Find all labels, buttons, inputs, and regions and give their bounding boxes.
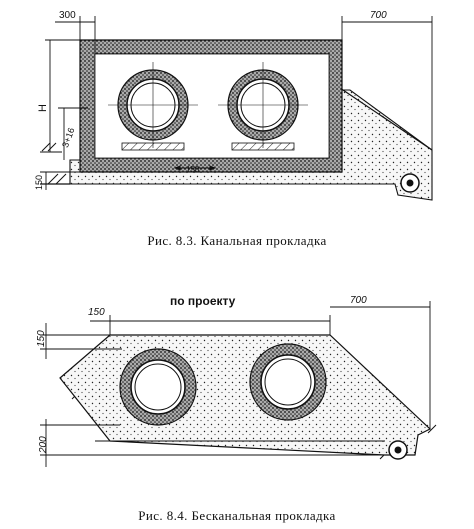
dim-base-label: 150	[34, 175, 44, 190]
pipe-right	[249, 343, 327, 421]
dim-bottom-label: 200	[38, 436, 49, 454]
dim-height-offset	[58, 107, 88, 160]
dim-span	[90, 315, 331, 335]
dim-height-label: H	[37, 104, 49, 112]
figure-caption-1: Рис. 8.3. Канальная прокладка	[147, 233, 327, 248]
dim-top	[40, 323, 122, 359]
dim-height	[45, 39, 80, 152]
dim-top-width-label: 300	[59, 10, 76, 21]
dim-right-slope-label: 700	[370, 10, 387, 21]
channelless-laying-figure: 150 по проекту 700 150 200	[36, 294, 437, 467]
pipe-right	[218, 62, 308, 148]
dim-top-label: 150	[36, 330, 47, 347]
figure-caption-2: Рис. 8.4. Бесканальная прокладка	[138, 508, 336, 523]
dim-top-width	[55, 16, 96, 54]
dim-right-slope	[341, 16, 433, 150]
pipe-left	[108, 62, 198, 148]
channel-laying-figure: 300 700 H 3+16 150 150	[34, 10, 433, 201]
dim-base	[40, 171, 80, 190]
sand-backfill	[59, 334, 432, 456]
pipe-left	[119, 348, 197, 426]
dim-base-width-label: 150	[186, 165, 200, 174]
drain-pipe	[388, 440, 408, 460]
ground-hatch-left	[41, 142, 67, 185]
dim-bottom	[40, 419, 385, 467]
dim-span-label: по проекту	[170, 294, 236, 308]
dim-left-offset-label: 150	[88, 307, 105, 318]
dim-right-slope-label: 700	[350, 295, 367, 306]
dim-base-width	[173, 165, 217, 171]
drain-pipe	[400, 173, 420, 193]
dim-height-offset-label: 3+16	[60, 126, 76, 148]
dim-right-slope	[330, 301, 431, 429]
